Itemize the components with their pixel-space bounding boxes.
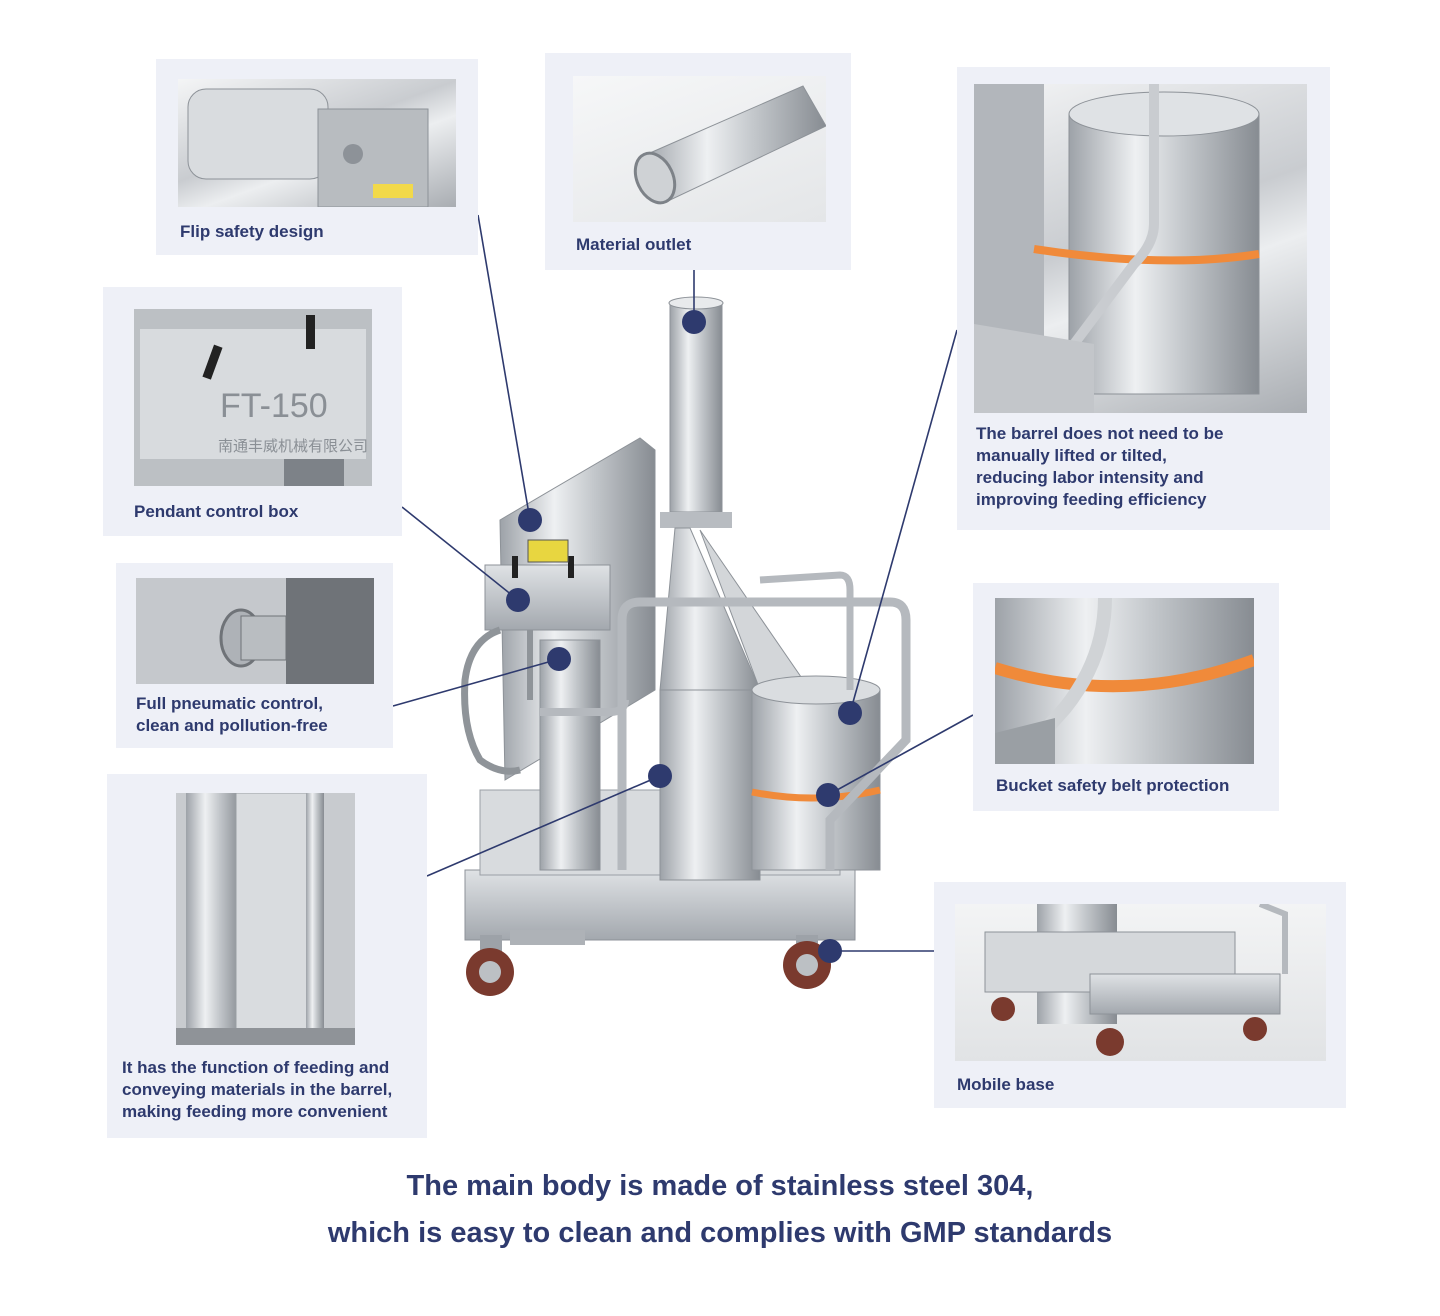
bucket-belt-photo xyxy=(995,598,1254,764)
caster-wheel-left xyxy=(466,935,514,996)
feeding-label: It has the function of feeding and conve… xyxy=(122,1058,393,1121)
pin-pendant-control xyxy=(506,588,530,612)
callout-barrel: The barrel does not need to be manually … xyxy=(957,67,1330,530)
pin-feeding xyxy=(648,764,672,788)
callout-mobile-base: Mobile base xyxy=(934,882,1346,1108)
material-outlet-label: Material outlet xyxy=(576,235,692,254)
pin-material-outlet xyxy=(682,310,706,334)
mobile-base-label: Mobile base xyxy=(957,1075,1055,1094)
leader-barrel xyxy=(849,329,958,714)
handle-frame xyxy=(617,597,911,870)
leader-bucket-belt xyxy=(827,714,974,796)
material-outlet-photo xyxy=(573,76,826,222)
pneumatic-hose xyxy=(461,626,521,775)
callout-material-outlet: Material outlet xyxy=(545,53,851,270)
pendant-control-photo: FT-150 南通丰威机械有限公司 xyxy=(134,309,372,486)
leader-feeding xyxy=(426,775,661,877)
pneumatic-photo xyxy=(136,578,374,684)
outlet-pipe xyxy=(669,301,723,513)
barrel xyxy=(751,675,881,871)
flip-safety-label: Flip safety design xyxy=(180,222,324,241)
flip-safety-photo xyxy=(178,79,456,207)
leader-pendant-control xyxy=(401,506,519,601)
footer-line-2: which is easy to clean and complies with… xyxy=(327,1217,1113,1249)
control-box-model: FT-150 xyxy=(220,387,328,425)
pneumatic-label: Full pneumatic control, clean and pollut… xyxy=(136,694,328,735)
pin-flip-safety xyxy=(518,508,542,532)
pin-barrel xyxy=(838,701,862,725)
pin-bucket-belt xyxy=(816,783,840,807)
control-box xyxy=(484,539,611,631)
leader-pneumatic xyxy=(392,658,560,707)
barrel-label: The barrel does not need to be manually … xyxy=(976,424,1224,509)
main-column xyxy=(539,639,601,871)
pendant-control-label: Pendant control box xyxy=(134,502,299,521)
callout-pneumatic: Full pneumatic control, clean and pollut… xyxy=(116,563,393,748)
feeding-photo xyxy=(176,793,355,1045)
callout-pendant-control: FT-150 南通丰威机械有限公司 Pendant control box xyxy=(103,287,402,536)
control-box-company: 南通丰威机械有限公司 xyxy=(218,437,368,455)
pin-mobile-base xyxy=(818,939,842,963)
callout-feeding: It has the function of feeding and conve… xyxy=(107,774,427,1138)
callout-bucket-belt: Bucket safety belt protection xyxy=(973,583,1279,811)
leader-flip-safety xyxy=(477,214,531,521)
pin-pneumatic xyxy=(547,647,571,671)
callout-flip-safety: Flip safety design xyxy=(156,59,478,255)
mobile-base-photo xyxy=(955,904,1326,1061)
barrel-photo xyxy=(974,84,1307,413)
bucket-belt-label: Bucket safety belt protection xyxy=(996,776,1230,795)
footer-line-1: The main body is made of stainless steel… xyxy=(406,1170,1034,1202)
